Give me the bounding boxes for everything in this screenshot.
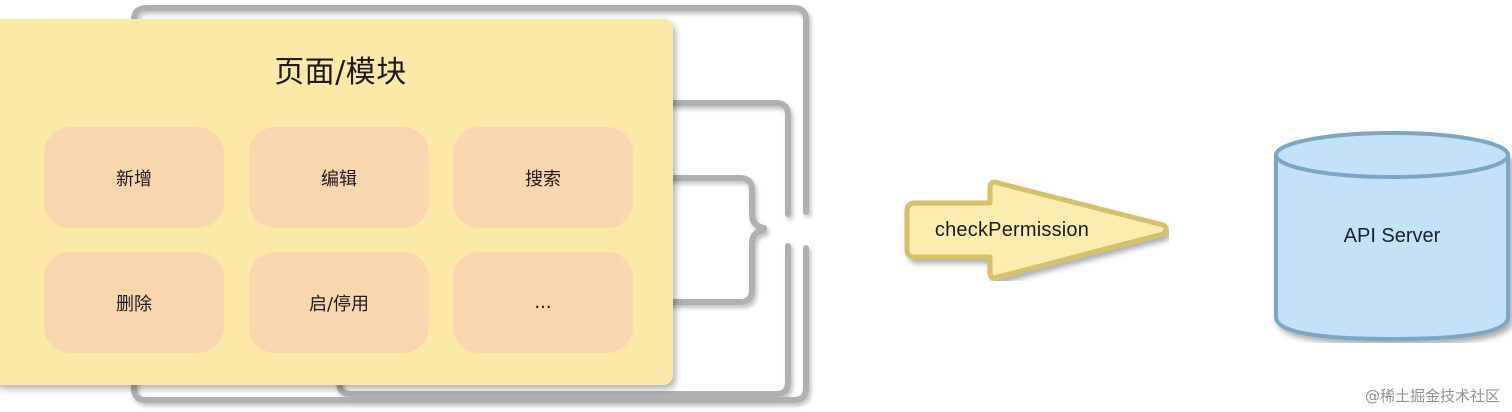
check-permission-label: checkPermission (934, 218, 1090, 241)
action-box-delete[interactable]: 删除 (44, 252, 224, 353)
action-box-more[interactable]: ... (453, 252, 633, 353)
watermark: @稀土掘金技术社区 (1364, 387, 1500, 405)
action-box-enable-disable[interactable]: 启/停用 (249, 252, 429, 353)
action-box-search[interactable]: 搜索 (453, 127, 633, 228)
action-box-add[interactable]: 新增 (44, 127, 224, 228)
action-box-edit[interactable]: 编辑 (249, 127, 429, 228)
check-permission-arrow[interactable] (897, 179, 1169, 281)
page-title: 页面/模块 (274, 55, 407, 90)
api-server-label: API Server (1343, 224, 1441, 247)
api-server-cylinder[interactable] (1272, 129, 1512, 343)
